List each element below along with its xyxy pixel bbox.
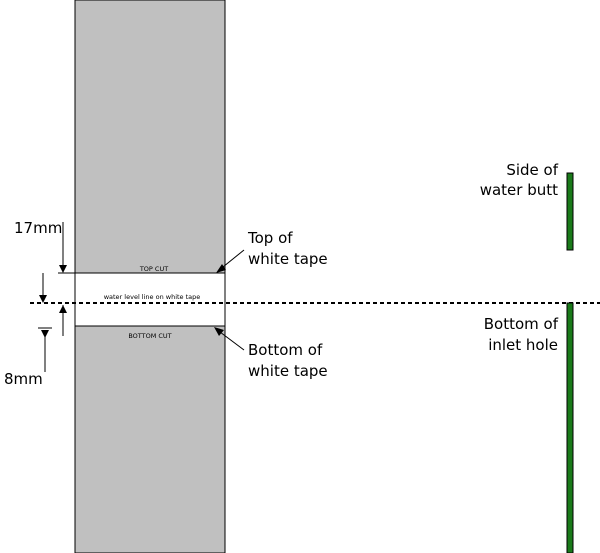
top-cut-label: TOP CUT xyxy=(139,265,168,273)
water-level-label: water level line on white tape xyxy=(104,293,201,301)
dim-17mm-label: 17mm xyxy=(14,219,62,237)
water-butt-side-lower xyxy=(566,302,574,553)
side-of-water-butt-label-1: Side of xyxy=(506,161,558,179)
bottom-tape-arrow xyxy=(214,327,245,351)
bottom-cut-label: BOTTOM CUT xyxy=(128,332,171,340)
top-tape-arrow xyxy=(216,249,245,273)
dim-8mm-marker xyxy=(38,305,67,372)
bottom-of-inlet-hole-label-1: Bottom of xyxy=(484,315,559,333)
water-butt-side-upper xyxy=(566,172,574,251)
bottom-of-inlet-hole-label-2: inlet hole xyxy=(488,336,558,354)
bottom-of-white-tape-label-2: white tape xyxy=(248,362,328,380)
top-of-white-tape-label-1: Top of xyxy=(247,229,293,247)
dim-8mm-label: 8mm xyxy=(4,370,43,388)
white-tape xyxy=(74,272,226,327)
side-of-water-butt-label-2: water butt xyxy=(480,181,558,199)
dim-17mm-marker xyxy=(39,222,75,303)
top-of-white-tape-label-2: white tape xyxy=(248,250,328,268)
bottom-of-white-tape-label-1: Bottom of xyxy=(248,341,323,359)
